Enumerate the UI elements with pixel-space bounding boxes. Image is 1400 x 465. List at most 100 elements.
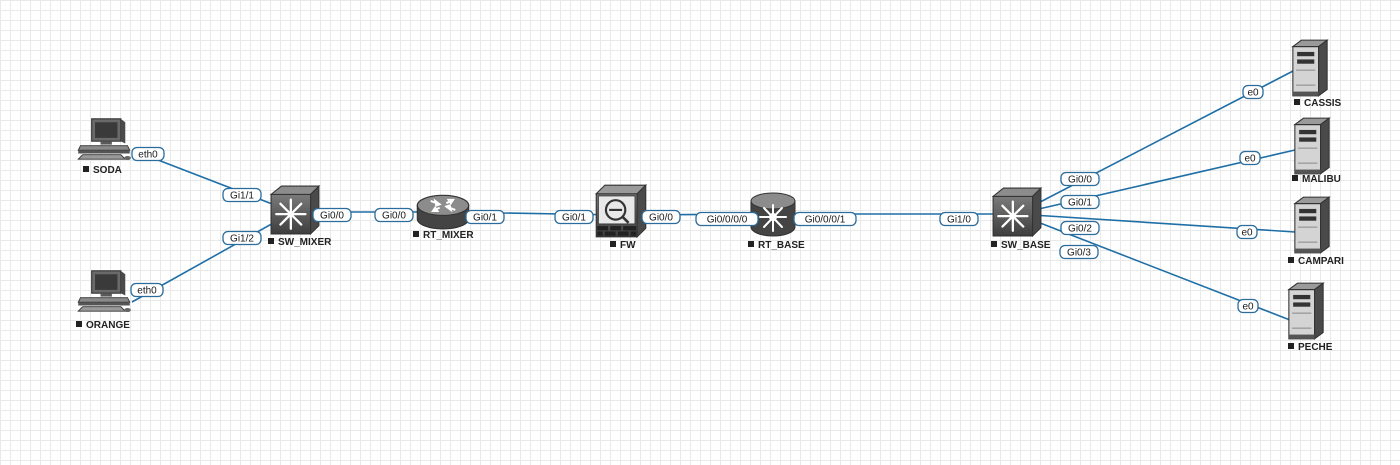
server-icon bbox=[1288, 282, 1324, 340]
interface-label-box bbox=[1060, 220, 1100, 236]
node-label: RT_MIXER bbox=[423, 230, 474, 241]
interface-label-box bbox=[374, 207, 414, 223]
node-rt_base[interactable]: RT_BASE bbox=[748, 192, 805, 251]
node-label: SW_MIXER bbox=[278, 237, 332, 248]
interface-label-fw-Gi0-1[interactable]: Gi0/1 bbox=[554, 209, 594, 225]
interface-label-box bbox=[1237, 298, 1259, 314]
interface-label-text: Gi0/0 bbox=[320, 211, 344, 222]
interface-label-soda-eth0[interactable]: eth0 bbox=[131, 146, 165, 162]
interface-label-text: Gi0/0 bbox=[649, 213, 673, 224]
interface-label-box bbox=[793, 211, 857, 227]
node-label: ORANGE bbox=[86, 320, 130, 331]
node-orange[interactable]: ORANGE bbox=[76, 270, 132, 331]
interface-label-text: Gi1/0 bbox=[947, 215, 971, 226]
server-icon bbox=[1292, 39, 1328, 97]
interface-label-text: Gi0/1 bbox=[1068, 198, 1092, 209]
interface-label-sw_base-Gi1-0[interactable]: Gi1/0 bbox=[939, 211, 979, 227]
interface-label-campari-e0[interactable]: e0 bbox=[1236, 224, 1258, 240]
interface-label-box bbox=[1239, 150, 1261, 166]
interface-label-text: e0 bbox=[1241, 228, 1253, 239]
interface-label-sw_mixer-Gi0-0[interactable]: Gi0/0 bbox=[312, 207, 352, 223]
interface-label-box bbox=[1059, 244, 1099, 260]
pc-icon bbox=[77, 270, 132, 313]
interface-label-text: e0 bbox=[1244, 154, 1256, 165]
interface-label-box bbox=[222, 230, 262, 246]
interface-label-fw-Gi0-0[interactable]: Gi0/0 bbox=[641, 209, 681, 225]
node-status-square-icon bbox=[991, 241, 997, 247]
interface-label-text: Gi0/0 bbox=[1068, 175, 1092, 186]
interface-label-text: Gi0/0 bbox=[382, 211, 406, 222]
interface-label-peche-e0[interactable]: e0 bbox=[1237, 298, 1259, 314]
node-label: RT_BASE bbox=[758, 240, 805, 251]
node-status-square-icon bbox=[748, 241, 754, 247]
interface-label-box bbox=[1060, 171, 1100, 187]
interface-label-sw_mixer-Gi1-2[interactable]: Gi1/2 bbox=[222, 230, 262, 246]
interface-label-rt_mixer-Gi0-0[interactable]: Gi0/0 bbox=[374, 207, 414, 223]
router-icon bbox=[416, 194, 470, 230]
interface-label-box bbox=[222, 187, 262, 203]
interface-label-orange-eth0[interactable]: eth0 bbox=[130, 282, 164, 298]
interface-label-text: eth0 bbox=[138, 150, 158, 161]
node-soda[interactable]: SODA bbox=[77, 118, 132, 176]
node-campari[interactable]: CAMPARI bbox=[1288, 196, 1344, 267]
interface-label-box bbox=[939, 211, 979, 227]
interface-label-text: Gi0/0/0/0 bbox=[707, 215, 748, 226]
interface-label-text: Gi0/1 bbox=[562, 213, 586, 224]
interface-label-box bbox=[465, 209, 505, 225]
node-status-square-icon bbox=[413, 231, 419, 237]
interface-label-box bbox=[695, 211, 759, 227]
layer3-switch-icon bbox=[991, 186, 1043, 238]
node-label: FW bbox=[620, 240, 636, 251]
server-icon bbox=[1294, 117, 1330, 175]
node-status-square-icon bbox=[1288, 257, 1294, 263]
interface-label-rt_base-Gi0-0-0-1[interactable]: Gi0/0/0/1 bbox=[793, 211, 857, 227]
interface-label-box bbox=[1242, 84, 1264, 100]
node-status-square-icon bbox=[1294, 99, 1300, 105]
interface-label-box bbox=[130, 282, 164, 298]
node-label: SW_BASE bbox=[1001, 240, 1051, 251]
node-status-square-icon bbox=[1288, 343, 1294, 349]
node-label: PECHE bbox=[1298, 342, 1333, 353]
interface-label-text: e0 bbox=[1242, 302, 1254, 313]
node-status-square-icon bbox=[268, 238, 274, 244]
interface-label-text: Gi0/1 bbox=[473, 213, 497, 224]
interface-label-sw_base-Gi0-1[interactable]: Gi0/1 bbox=[1060, 194, 1100, 210]
interface-label-sw_base-Gi0-3[interactable]: Gi0/3 bbox=[1059, 244, 1099, 260]
interface-label-malibu-e0[interactable]: e0 bbox=[1239, 150, 1261, 166]
node-label: CAMPARI bbox=[1298, 256, 1344, 267]
node-fw[interactable]: FW bbox=[594, 183, 648, 251]
node-status-square-icon bbox=[76, 321, 82, 327]
node-rt_mixer[interactable]: RT_MIXER bbox=[413, 194, 474, 241]
node-label: CASSIS bbox=[1304, 98, 1342, 109]
interface-label-text: Gi0/0/0/1 bbox=[805, 215, 846, 226]
node-status-square-icon bbox=[83, 166, 89, 172]
interface-label-text: e0 bbox=[1247, 88, 1259, 99]
interface-label-sw_base-Gi0-2[interactable]: Gi0/2 bbox=[1060, 220, 1100, 236]
interface-label-text: eth0 bbox=[137, 286, 157, 297]
interface-label-rt_mixer-Gi0-1[interactable]: Gi0/1 bbox=[465, 209, 505, 225]
node-status-square-icon bbox=[610, 241, 616, 247]
pc-icon bbox=[77, 118, 132, 161]
interface-label-rt_base-Gi0-0-0-0[interactable]: Gi0/0/0/0 bbox=[695, 211, 759, 227]
layer3-switch-icon bbox=[269, 184, 321, 236]
interface-label-text: Gi0/2 bbox=[1068, 224, 1092, 235]
node-sw_mixer[interactable]: SW_MIXER bbox=[268, 184, 332, 248]
node-cassis[interactable]: CASSIS bbox=[1292, 39, 1342, 109]
interface-label-sw_base-Gi0-0[interactable]: Gi0/0 bbox=[1060, 171, 1100, 187]
interface-label-cassis-e0[interactable]: e0 bbox=[1242, 84, 1264, 100]
node-peche[interactable]: PECHE bbox=[1288, 282, 1333, 353]
interface-label-box bbox=[554, 209, 594, 225]
interface-label-sw_mixer-Gi1-1[interactable]: Gi1/1 bbox=[222, 187, 262, 203]
firewall-icon bbox=[594, 183, 648, 239]
node-status-square-icon bbox=[1292, 175, 1298, 181]
interface-label-box bbox=[1060, 194, 1100, 210]
interface-label-text: Gi1/2 bbox=[230, 234, 254, 245]
nodes-layer: SODA ORANGE SW_MIXER RT_MIXER FW RT_BASE SW_BA… bbox=[76, 39, 1344, 353]
node-label: SODA bbox=[93, 165, 122, 176]
server-icon bbox=[1294, 196, 1330, 254]
interface-label-box bbox=[1236, 224, 1258, 240]
node-malibu[interactable]: MALIBU bbox=[1292, 117, 1341, 185]
node-sw_base[interactable]: SW_BASE bbox=[991, 186, 1051, 251]
